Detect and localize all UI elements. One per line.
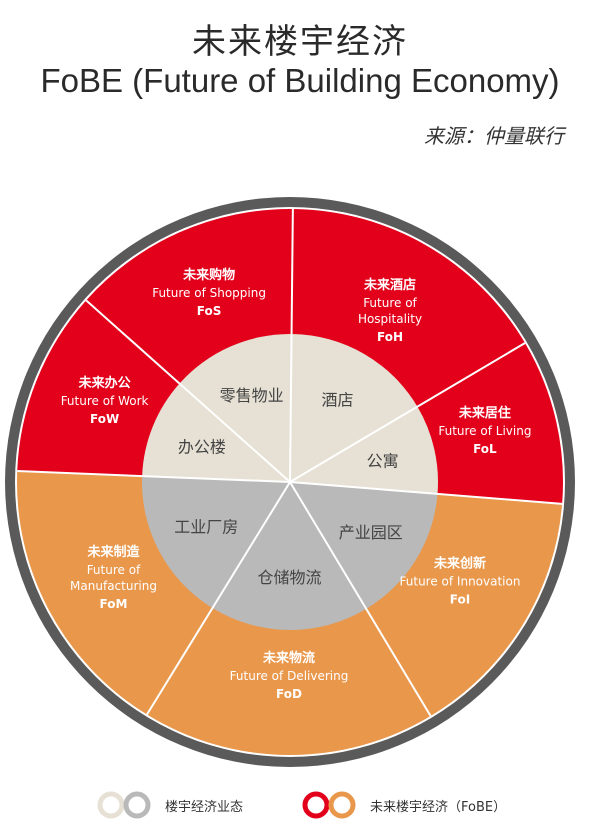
outer-label-abbr: FoH xyxy=(377,330,403,344)
inner-segments xyxy=(142,334,438,631)
outer-label-en: Future of Innovation xyxy=(400,574,521,588)
outer-label-cn: 未来制造 xyxy=(86,544,140,560)
outer-label-cn: 未来购物 xyxy=(182,267,235,283)
legend: 楼宇经济业态 未来楼宇经济（FoBE） xyxy=(0,790,600,824)
outer-label-en: Future of Delivering xyxy=(230,669,349,683)
outer-label-en: Future of xyxy=(363,296,417,310)
outer-label-abbr: FoL xyxy=(473,442,497,456)
inner-label-2: 公寓 xyxy=(367,452,399,471)
inner-segment-5 xyxy=(142,476,290,609)
outer-label-cn: 未来办公 xyxy=(78,375,131,391)
inner-label-3: 产业园区 xyxy=(339,523,403,542)
outer-label-cn: 未来居住 xyxy=(458,405,511,421)
divider-line xyxy=(146,481,291,716)
outer-label-cn: 未来物流 xyxy=(262,650,315,666)
outer-label-abbr: FoM xyxy=(100,597,128,611)
legend-current-label: 楼宇经济业态 xyxy=(165,799,244,815)
legend-future-rings-icon xyxy=(302,791,356,819)
segment-dividers xyxy=(17,208,563,717)
outer-label-en: Future of xyxy=(87,563,141,577)
outer-label-abbr: FoD xyxy=(276,687,302,701)
outer-label-cn: 未来创新 xyxy=(433,555,486,571)
divider-line xyxy=(289,342,526,483)
inner-segment-6 xyxy=(142,383,290,482)
source-credit: 来源：仲量联行 xyxy=(424,124,564,148)
legend-current: 楼宇经济业态 xyxy=(95,790,243,820)
outer-label-abbr: FoW xyxy=(90,412,119,426)
outer-label-abbr: FoI xyxy=(450,592,470,606)
divider-line xyxy=(289,208,294,483)
inner-label-4: 仓储物流 xyxy=(257,568,321,587)
outer-label-abbr: FoS xyxy=(197,304,222,318)
divider-line xyxy=(289,481,563,505)
divider-line xyxy=(289,481,432,717)
outer-label-cn: 未来酒店 xyxy=(363,277,416,293)
inner-segment-3 xyxy=(290,482,438,609)
outer-label-en: Future of Shopping xyxy=(152,286,266,300)
legend-current-rings-icon xyxy=(97,791,151,819)
title-chinese: 未来楼宇经济 xyxy=(192,22,408,62)
inner-label-5: 工业厂房 xyxy=(174,518,238,537)
divider-line xyxy=(85,299,291,483)
inner-segment-0 xyxy=(179,334,292,482)
legend-future-label: 未来楼宇经济（FoBE） xyxy=(370,799,507,815)
legend-future: 未来楼宇经济（FoBE） xyxy=(300,790,506,820)
inner-label-1: 酒店 xyxy=(321,391,353,410)
title-english: FoBE (Future of Building Economy) xyxy=(40,62,560,99)
outer-label-en-cont: Hospitality xyxy=(358,312,422,326)
inner-label-0: 零售物业 xyxy=(220,386,284,405)
inner-label-6: 办公楼 xyxy=(178,437,226,456)
divider-line xyxy=(17,470,291,483)
inner-segment-1 xyxy=(290,334,418,482)
inner-segment-2 xyxy=(290,406,438,494)
outer-label-en: Future of Living xyxy=(438,424,531,438)
inner-segment-4 xyxy=(212,482,367,631)
outer-label-en-cont: Manufacturing xyxy=(70,579,157,593)
outer-label-en: Future of Work xyxy=(61,394,149,408)
